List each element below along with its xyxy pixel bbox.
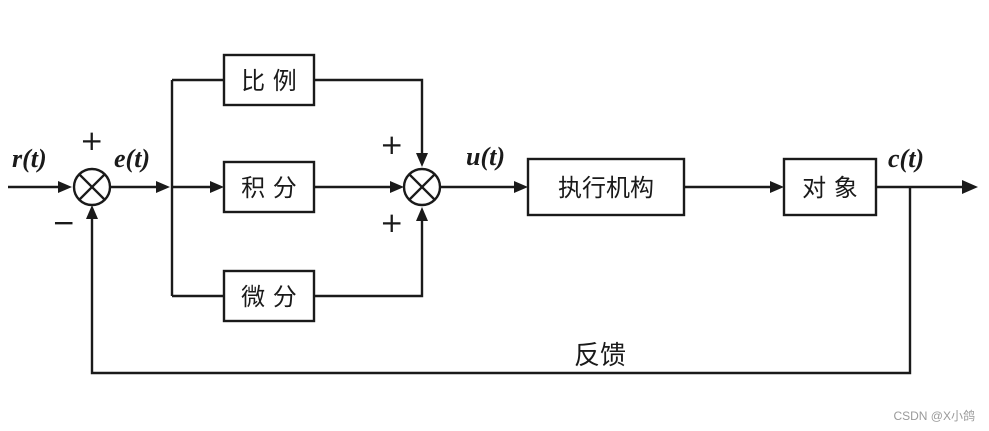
integral-output-arrowhead bbox=[390, 181, 404, 193]
derivative-output-arrowhead bbox=[416, 207, 428, 221]
sum2-top-plus-sign: + bbox=[380, 128, 403, 161]
proportional-label: 比 例 bbox=[241, 67, 297, 95]
integral-input-arrowhead bbox=[210, 181, 224, 193]
actuator-block bbox=[526, 157, 686, 217]
proportional-output-arrowhead bbox=[416, 153, 428, 167]
summing-junction-2 bbox=[402, 167, 442, 207]
proportional-output-line bbox=[314, 78, 424, 159]
input-arrowhead bbox=[58, 181, 72, 193]
feedback-line bbox=[90, 187, 912, 375]
feedback-label: 反馈 bbox=[574, 341, 626, 371]
integral-block bbox=[222, 160, 316, 214]
input-signal-label: r(t) bbox=[12, 144, 47, 173]
sum2-bottom-plus-sign: + bbox=[380, 206, 403, 239]
integral-label: 积 分 bbox=[241, 174, 297, 202]
error-signal-label: e(t) bbox=[114, 144, 150, 173]
feedback-arrowhead bbox=[86, 205, 98, 219]
sum1-plus-sign: + bbox=[80, 124, 103, 157]
derivative-label: 微 分 bbox=[241, 283, 297, 311]
plant-block bbox=[782, 157, 878, 217]
output-signal-label: c(t) bbox=[888, 144, 924, 173]
actuator-label: 执行机构 bbox=[558, 174, 654, 202]
derivative-output-line bbox=[314, 215, 424, 298]
summing-junction-1 bbox=[72, 167, 112, 207]
plant-label: 对 象 bbox=[802, 174, 858, 202]
error-arrowhead bbox=[156, 181, 170, 193]
watermark: CSDN @X小鸽 bbox=[893, 408, 975, 423]
sum1-minus-sign: − bbox=[52, 206, 75, 239]
proportional-block bbox=[222, 53, 316, 107]
output-arrowhead bbox=[962, 180, 978, 194]
control-signal-label: u(t) bbox=[466, 142, 505, 171]
actuator-output-arrowhead bbox=[770, 181, 784, 193]
control-arrowhead bbox=[514, 181, 528, 193]
